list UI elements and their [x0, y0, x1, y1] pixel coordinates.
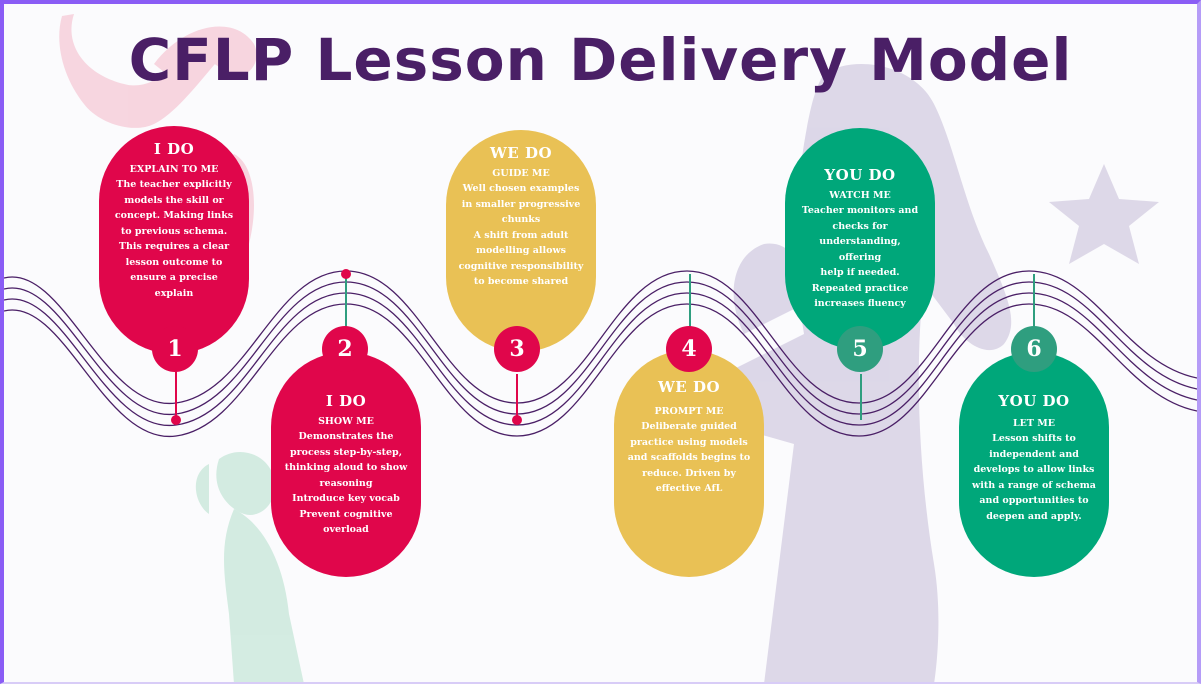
mint-figure-illustration: [195, 451, 304, 682]
step-text: Well chosen examples in smaller progress…: [458, 183, 584, 287]
step-stage: I DO: [325, 392, 367, 410]
step-text: Lesson shifts to independent and develop…: [972, 433, 1096, 522]
step-subtitle: LET ME: [1012, 418, 1056, 429]
step-card-6: YOU DO LET ME Lesson shifts to independe…: [959, 352, 1109, 577]
step-card-4: WE DO PROMPT ME Deliberate guided practi…: [614, 350, 764, 577]
step-number-4: 4: [666, 326, 712, 372]
step-subtitle: EXPLAIN TO ME: [129, 164, 219, 175]
step-number-5: 5: [837, 326, 883, 372]
step-card-3: WE DO GUIDE ME Well chosen examples in s…: [446, 130, 596, 352]
step-subtitle: PROMPT ME: [654, 406, 724, 417]
step-stage: YOU DO: [824, 166, 896, 184]
wave-path-diagram: [4, 269, 1197, 437]
step-stage: YOU DO: [998, 392, 1070, 410]
step-subtitle: WATCH ME: [829, 190, 891, 201]
step-card-2: I DO SHOW ME Demonstrates the process st…: [271, 352, 421, 577]
step-card-1: I DO EXPLAIN TO ME The teacher explicitl…: [99, 126, 249, 354]
step-stage: WE DO: [489, 144, 553, 162]
step-text: Deliberate guided practice using models …: [627, 421, 751, 494]
step-text: The teacher explicitly models the skill …: [114, 179, 234, 299]
step-text: Demonstrates the process step-by-step, t…: [284, 431, 408, 535]
step-number-3: 3: [494, 326, 540, 372]
connector-dot-2: [341, 269, 351, 279]
step-stage: WE DO: [657, 378, 721, 396]
step-text: Teacher monitors and checks for understa…: [801, 205, 919, 309]
step-subtitle: GUIDE ME: [492, 168, 550, 179]
step-number-6: 6: [1011, 326, 1057, 372]
connector-dot-3: [512, 415, 522, 425]
step-subtitle: SHOW ME: [318, 416, 374, 427]
page-title: CFLP Lesson Delivery Model: [128, 26, 1073, 94]
step-number-1: 1: [152, 326, 198, 372]
step-number-2: 2: [322, 326, 368, 372]
step-card-5: YOU DO WATCH ME Teacher monitors and che…: [785, 128, 935, 350]
connector-dot-1: [171, 415, 181, 425]
step-stage: I DO: [153, 140, 195, 158]
wave-lines: [4, 270, 1197, 437]
